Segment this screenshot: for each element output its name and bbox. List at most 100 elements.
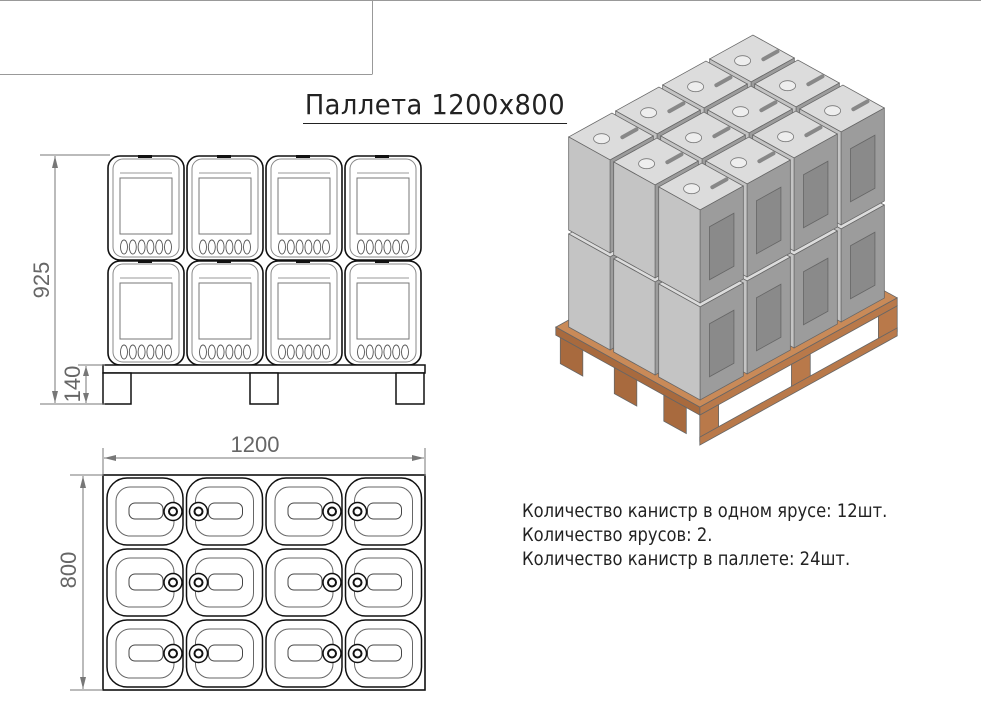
canister-rib [286,239,295,255]
canister-rib [357,344,365,360]
canister-cap-inner [327,506,337,517]
canister-rib [137,344,146,360]
canister-outline [186,260,264,366]
canister-outline [107,155,185,261]
canister-handle [851,99,870,112]
canister-handle [128,502,164,520]
canister-handle [667,101,686,114]
canister-cap [322,501,342,522]
info-line-tiers: Количество ярусов: 2. [522,524,713,546]
canister-label-panel [277,177,331,235]
canister-handle [712,126,731,139]
canister-cap [322,643,342,664]
canister-rib [374,344,383,360]
canister-cap [217,155,231,158]
canister-cap [347,501,368,522]
top-canister [265,477,343,546]
canister-cap [347,643,368,664]
canister-cap [779,80,796,92]
canister-rib [207,239,216,255]
top-canister [106,619,184,688]
canister-rib [243,344,251,360]
canister-handle [761,49,780,62]
title-block-frame [0,0,981,75]
canister-label-recess [803,257,829,326]
canister-handle [804,125,823,138]
canister-rib [401,344,409,360]
top-canister [106,477,184,546]
top-canister [344,548,423,617]
canister-cap [375,155,389,158]
canister-handle [757,151,776,164]
canister-cap [777,131,794,143]
canister-label-recess [850,231,876,300]
canister-contour [112,158,180,258]
canister-cap [217,260,231,263]
canister-rib [313,239,322,255]
top-canister [185,548,264,617]
canister-rib [199,239,207,255]
top-canister [344,619,423,688]
canister-rib [225,344,234,360]
canister-handle [128,573,164,591]
pallet-top-board [102,364,426,374]
dimension-arrows [52,156,424,689]
canister-label-panel [356,282,410,340]
canister-side-face [568,233,611,351]
canister-rib [304,239,313,255]
canister-rib [365,344,374,360]
canister-rib [374,239,383,255]
pallet-block-side [613,366,638,407]
canister-rib [128,239,137,255]
canister-label-panel [119,282,173,340]
canister-rib [304,344,313,360]
canister-handle [806,74,825,87]
canister-rib [137,239,146,255]
pallet-board-side [555,326,701,416]
info-line-total: Количество канистр в паллете: 24шт. [522,548,851,570]
canister-outline [186,155,264,261]
canister-cap [188,501,209,522]
canister-handle [287,573,323,591]
canister-outline [106,619,184,688]
canister-cap [638,158,655,170]
canister-rib [234,239,243,255]
canister-cap [640,107,657,119]
dimension-lines [40,154,426,691]
canister-rib [365,239,374,255]
canister-outline [107,260,185,366]
canister-cap-inner [352,577,363,588]
canister-label-recess [709,309,735,378]
canister-cap [730,157,747,169]
canister-rib [128,344,137,360]
canister-outline [265,155,343,261]
canister-side-face [658,186,701,304]
canister-cap-inner [168,648,178,659]
canister-side-face [568,136,611,254]
top-canister [265,619,343,688]
pallet-block-side [663,394,687,435]
canister-cap [163,501,183,522]
side-canister [107,155,185,261]
isometric-render [554,34,899,446]
side-canister [344,260,422,366]
pallet-height-dimension-label: 140 [60,366,85,403]
side-canister [186,260,264,366]
canister-rib [155,239,164,255]
canister-handle [367,573,402,591]
side-view [102,155,426,405]
canister-label-recess [709,212,735,281]
canister-cap [685,132,702,144]
canister-cap-inner [352,506,363,517]
canister-label-panel [277,282,331,340]
canister-cap [347,572,368,593]
canister-handle [287,644,323,662]
canister-handle [287,502,323,520]
canister-cap [138,260,152,263]
canister-rib [286,344,295,360]
canister-cap [188,572,209,593]
pallet-leg [395,372,425,405]
canister-contour [349,263,417,363]
canister-rib [155,344,164,360]
canister-handle [367,644,402,662]
